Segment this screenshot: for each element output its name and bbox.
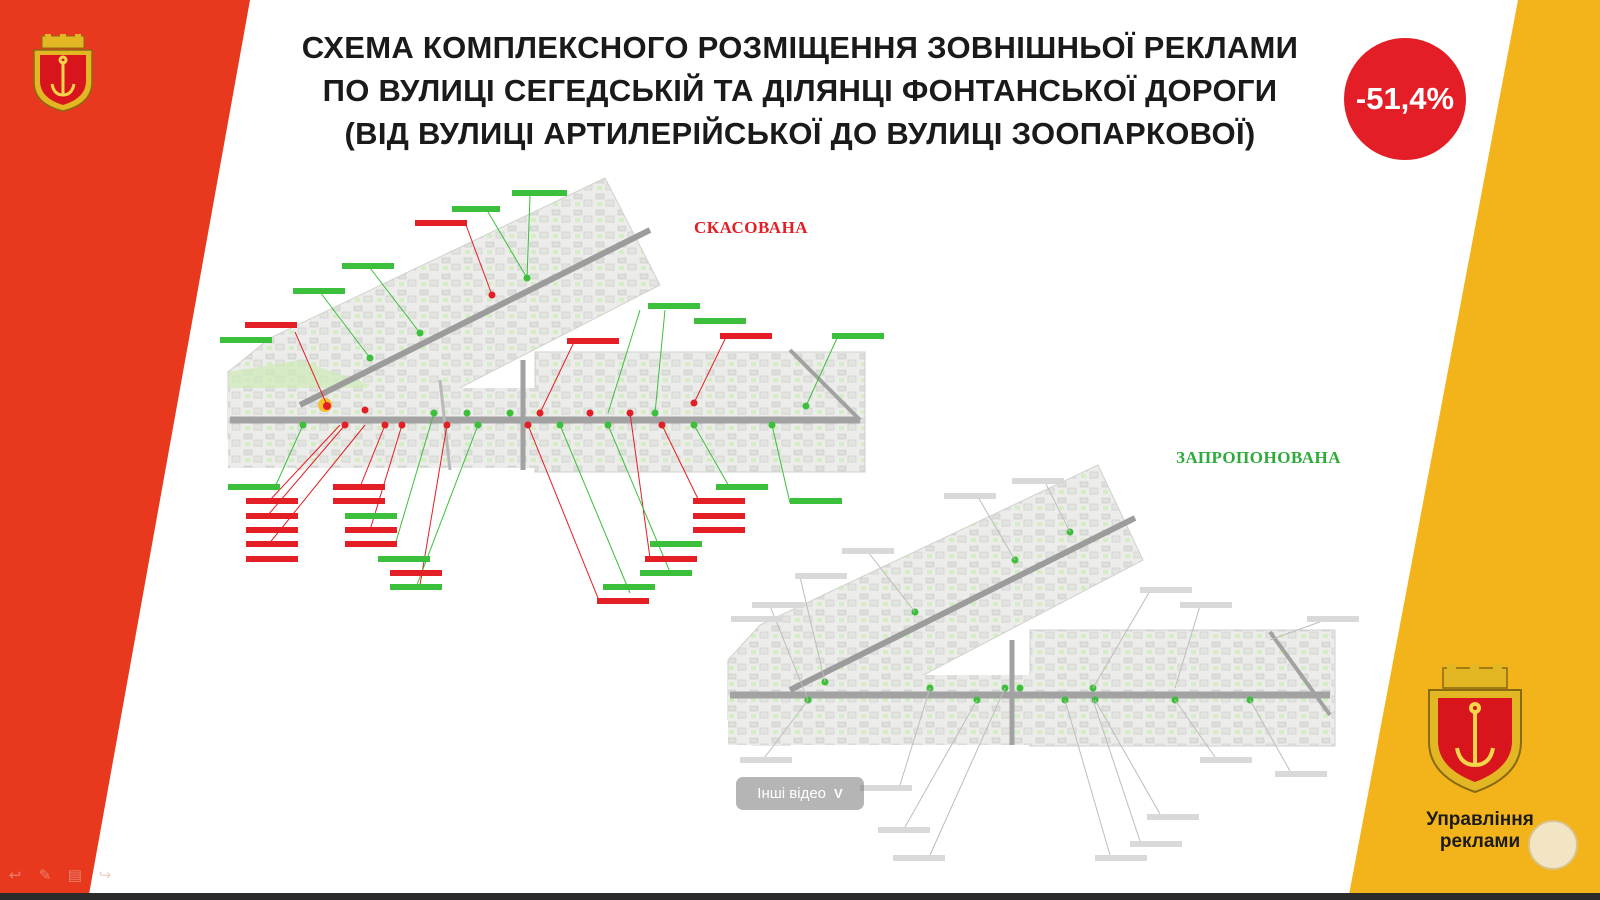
slides-icon[interactable]: ▤ — [67, 867, 83, 884]
anchor-icon — [50, 55, 76, 97]
department-line-1: Управління — [1426, 809, 1534, 830]
forward-arrow-icon[interactable]: ↪ — [98, 867, 112, 884]
title-line-1: СХЕМА КОМПЛЕКСНОГО РОЗМІЩЕННЯ ЗОВНІШНЬОЇ… — [301, 30, 1299, 65]
title-line-2: ПО ВУЛИЦІ СЕГЕДСЬКІЙ ТА ДІЛЯНЦІ ФОНТАНСЬ… — [322, 73, 1278, 108]
slide-title: СХЕМА КОМПЛЕКСНОГО РОЗМІЩЕННЯ ЗОВНІШНЬОЇ… — [250, 26, 1350, 155]
city-seal-icon — [1528, 820, 1578, 870]
cancelled-label: СКАСОВАНА — [694, 218, 809, 237]
other-videos-label: Інші відео — [757, 785, 827, 802]
department-name: Управління реклами — [1405, 809, 1555, 853]
other-videos-button[interactable]: Інші відео V — [736, 777, 864, 810]
pen-icon[interactable]: ✎ — [38, 867, 52, 884]
proposed-label: ЗАПРОПОНОВАНА — [1176, 448, 1341, 467]
red-diagonal-band — [0, 0, 250, 900]
title-line-3: (ВІД ВУЛИЦІ АРТИЛЕРІЙСЬКОЇ ДО ВУЛИЦІ ЗОО… — [344, 116, 1256, 151]
chevron-down-icon: V — [834, 786, 843, 801]
coat-of-arms-icon — [33, 34, 93, 112]
coat-of-arms-large-icon — [1428, 664, 1522, 794]
slideshow-toolbar: ↩ ✎ ▤ ↪ — [6, 868, 114, 884]
anchor-icon — [1455, 702, 1495, 768]
reduction-badge: -51,4% — [1344, 38, 1466, 160]
department-line-2: реклами — [1439, 831, 1521, 852]
back-arrow-icon[interactable]: ↩ — [8, 867, 22, 884]
yellow-diagonal-band — [1348, 0, 1600, 900]
